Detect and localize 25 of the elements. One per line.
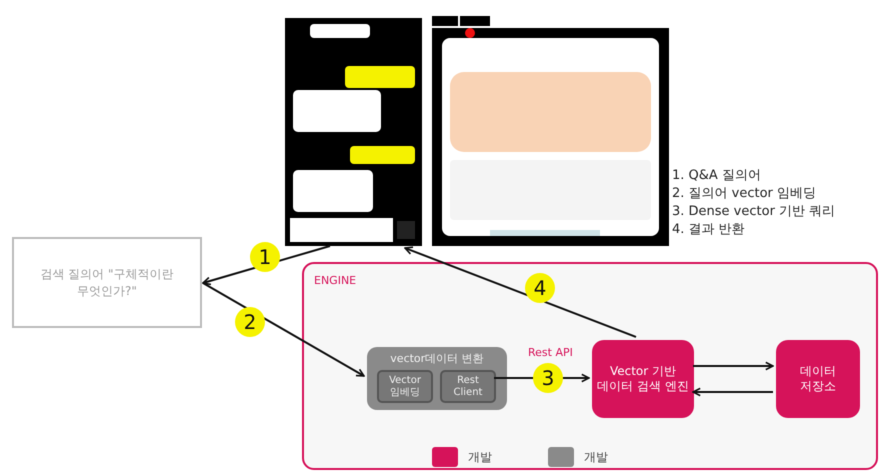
step-list-item: 2. 질의어 vector 임베딩 [672, 185, 816, 202]
arrow [494, 374, 590, 382]
arrow [202, 282, 365, 377]
step-list-item: 3. Dense vector 기반 쿼리 [672, 203, 836, 220]
arrow [693, 362, 774, 370]
module-box: Rest Client [440, 370, 496, 403]
panel-title: ENGINE [314, 274, 356, 287]
picture [432, 14, 669, 246]
group-title: vector데이터 변환 [389, 351, 485, 366]
arrow [692, 388, 773, 396]
step-number-badge: 2 [235, 307, 265, 337]
step-number-badge: 1 [250, 242, 280, 272]
step-list-item: 4. 결과 반환 [672, 221, 745, 238]
module-box: Vector 임베딩 [377, 370, 433, 403]
query-box: 검색 질의어 "구체적이란 무엇인가?" [12, 237, 202, 328]
conversion-group-box [367, 347, 507, 410]
legend-label: 개발 [468, 449, 492, 466]
step-list-item: 1. Q&A 질의어 [672, 167, 761, 184]
picture [285, 18, 422, 246]
engine-panel [302, 262, 878, 470]
arrow [404, 246, 636, 338]
api-label: Rest API [528, 346, 573, 359]
engine-box: Vector 기반 데이터 검색 엔진 [592, 340, 694, 418]
legend-label: 개발 [584, 449, 608, 466]
storage-box: 데이터 저장소 [776, 340, 860, 418]
